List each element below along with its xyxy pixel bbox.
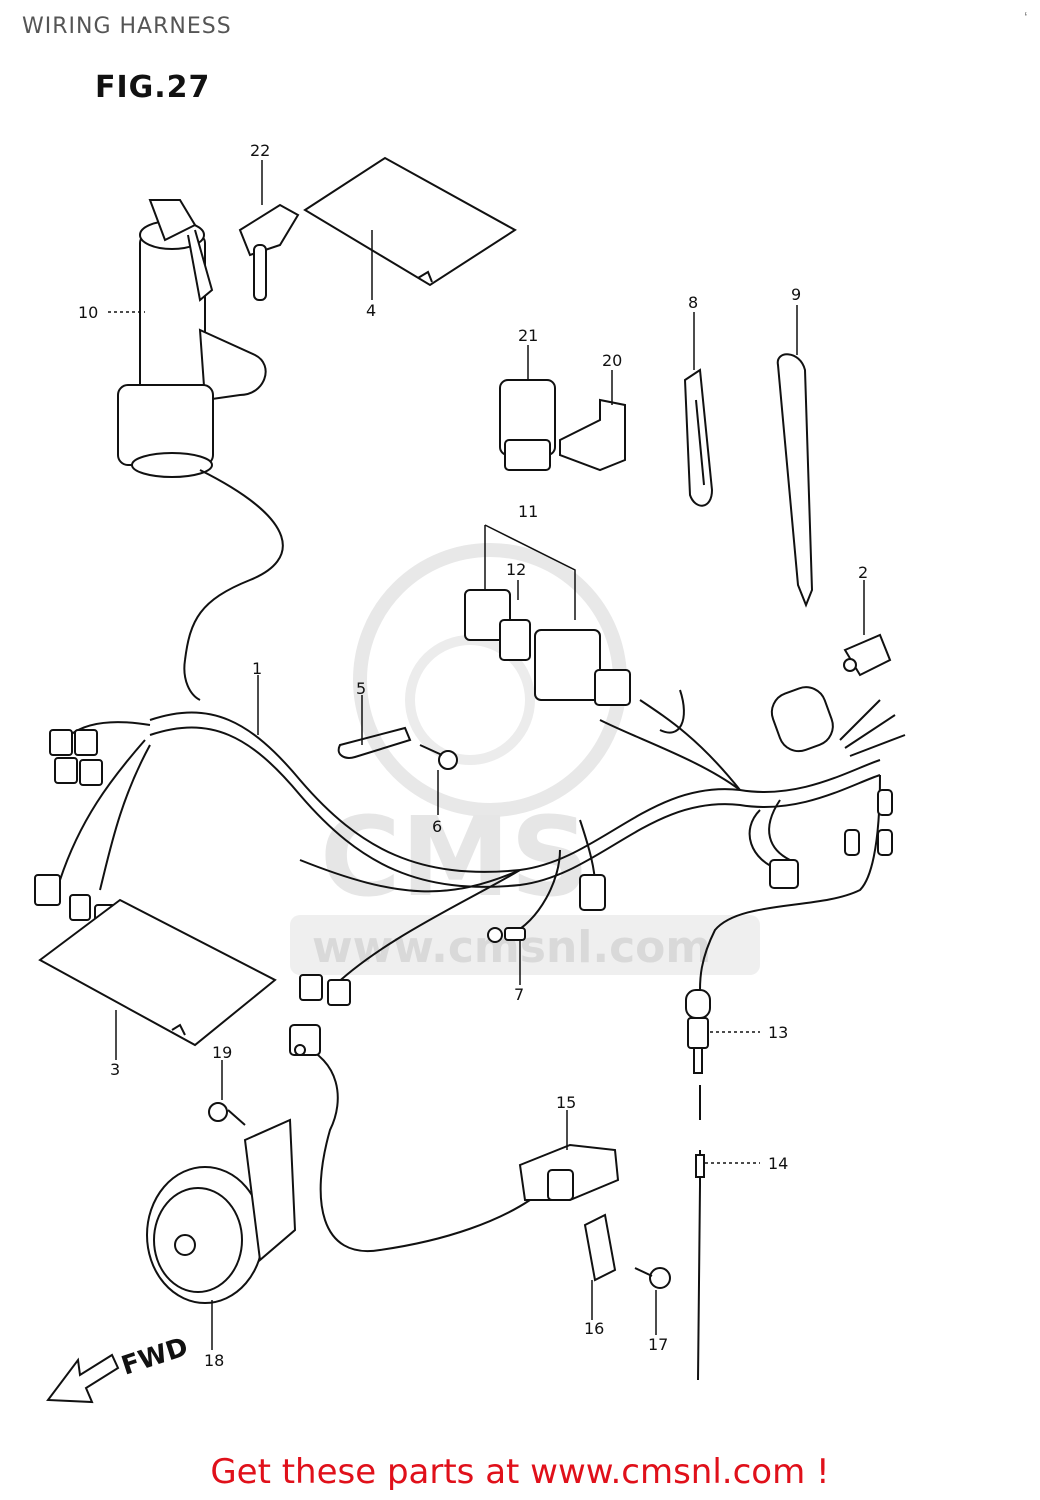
- clip-part-5: [337, 726, 412, 759]
- label-plate-part-3: [38, 898, 277, 1047]
- callout-13: 13: [768, 1023, 788, 1042]
- callout-2: 2: [858, 563, 868, 582]
- key-part-22: [238, 203, 300, 301]
- fwd-arrow-icon: FWD: [46, 1332, 192, 1404]
- footer-link-text[interactable]: Get these parts at www.cmsnl.com !: [210, 1452, 830, 1492]
- callout-4: 4: [366, 301, 376, 320]
- callout-7: 7: [514, 985, 524, 1004]
- right-connectors: [299, 789, 893, 1006]
- callout-17: 17: [648, 1335, 668, 1354]
- horn-connector: [289, 1024, 321, 1056]
- relay-part-21: [499, 379, 556, 471]
- bolt-part-19: [208, 1102, 246, 1126]
- wiring-harness-part-1: [59, 689, 881, 991]
- terminal-part-7: [487, 927, 526, 943]
- neutral-switch-part-13: [685, 989, 711, 1074]
- callout-bracket-11: [484, 524, 576, 620]
- screw-part-6: [419, 744, 458, 770]
- callout-11: 11: [518, 502, 538, 521]
- callout-labels: 1 2 3 4 5 6 7 8 9 10 11 12 13 14 15 16 1…: [78, 141, 868, 1370]
- coupler-part-12: [464, 589, 531, 661]
- callout-14: 14: [768, 1154, 788, 1173]
- ignition-switch-part-10: [117, 199, 284, 701]
- callout-1: 1: [252, 659, 262, 678]
- callout-22: 22: [250, 141, 270, 160]
- bracket-part-16: [583, 1213, 617, 1282]
- left-couplers: [34, 729, 116, 931]
- fwd-label: FWD: [118, 1332, 192, 1382]
- clamp-part-8: [683, 368, 714, 507]
- bracket-part-20: [559, 398, 626, 472]
- watermark-brand: CMS: [320, 793, 589, 921]
- switch-part-15: [518, 1143, 620, 1201]
- connector-part-11: [534, 629, 631, 706]
- corner-mark: ‘: [1024, 10, 1028, 27]
- screw-part-17: [634, 1267, 671, 1289]
- callout-12: 12: [506, 560, 526, 579]
- page-title: WIRING HARNESS: [22, 14, 232, 39]
- callout-6: 6: [432, 817, 442, 836]
- callout-9: 9: [791, 285, 801, 304]
- label-plate-part-4: [303, 156, 517, 287]
- leader-lines: [108, 160, 865, 1350]
- callout-5: 5: [356, 679, 366, 698]
- lead-wire-part-14: [695, 1085, 705, 1381]
- callout-10: 10: [78, 303, 98, 322]
- callout-15: 15: [556, 1093, 576, 1112]
- callout-16: 16: [584, 1319, 604, 1338]
- condenser: [770, 686, 906, 757]
- cable-tie-part-9: [776, 353, 814, 608]
- grommet-part-2: [843, 633, 892, 677]
- callout-21: 21: [518, 326, 538, 345]
- callout-19: 19: [212, 1043, 232, 1062]
- figure-label: FIG.27: [95, 70, 211, 105]
- callout-8: 8: [688, 293, 698, 312]
- watermark: CMS www.cmsnl.com: [290, 543, 760, 975]
- callout-18: 18: [204, 1351, 224, 1370]
- horn-part-18: [146, 1044, 531, 1304]
- callout-20: 20: [602, 351, 622, 370]
- callout-3: 3: [110, 1060, 120, 1079]
